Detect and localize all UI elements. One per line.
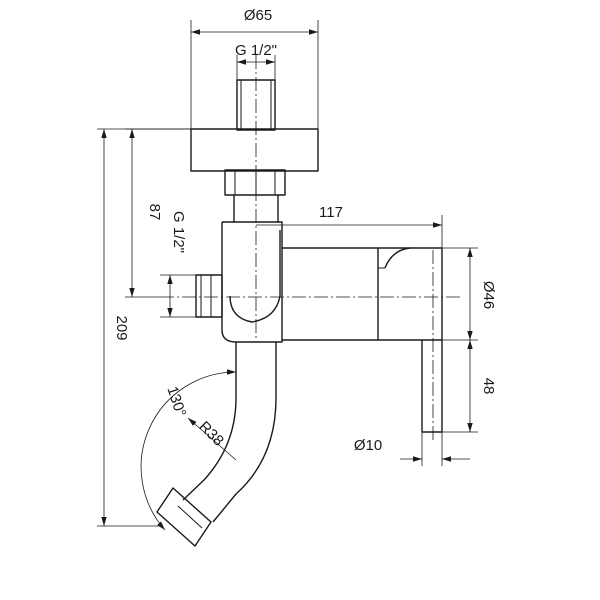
label-body-diameter: Ø46 bbox=[480, 281, 497, 309]
dim-lever-diameter bbox=[400, 432, 470, 466]
dim-body-length bbox=[256, 215, 443, 248]
lever bbox=[421, 340, 443, 433]
dim-lever-height bbox=[442, 340, 478, 433]
label-height-to-axis: 87 bbox=[146, 204, 163, 221]
top-connector bbox=[236, 79, 276, 131]
center-lines bbox=[160, 55, 460, 440]
label-lever-height: 48 bbox=[480, 378, 497, 395]
wall-flange bbox=[190, 128, 319, 172]
label-side-thread: G 1/2" bbox=[170, 211, 187, 253]
hex-nut bbox=[224, 169, 286, 196]
label-total-height: 209 bbox=[113, 315, 130, 340]
dim-body-diameter bbox=[442, 247, 478, 341]
dim-side-thread bbox=[160, 274, 196, 318]
dim-flange-diameter bbox=[190, 20, 319, 129]
label-top-thread: G 1/2" bbox=[235, 42, 277, 59]
label-bend-radius: R38 bbox=[195, 418, 226, 449]
label-body-length: 117 bbox=[319, 204, 343, 221]
side-inlet bbox=[195, 274, 223, 318]
label-lever-diameter: Ø10 bbox=[354, 437, 382, 454]
dim-spout-angle bbox=[140, 369, 237, 531]
label-flange-diameter: Ø65 bbox=[244, 7, 272, 24]
dim-top-thread bbox=[236, 55, 276, 80]
dim-total-height bbox=[97, 128, 191, 527]
